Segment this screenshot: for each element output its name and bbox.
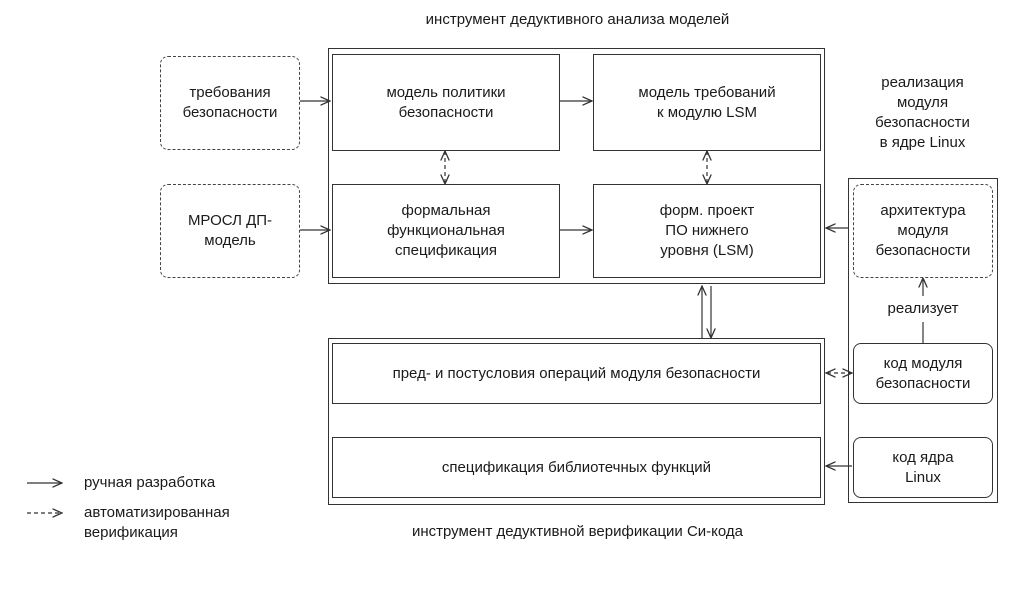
mrosl-model-box: МРОСЛ ДП- модель	[160, 184, 300, 278]
formal-low-level-design-box: форм. проект ПО нижнего уровня (LSM)	[593, 184, 821, 278]
security-policy-model-box: модель политики безопасности	[332, 54, 560, 151]
code-verification-tool-frame	[328, 338, 825, 505]
model-analysis-tool-frame	[328, 48, 825, 284]
pre-post-conditions-box: пред- и постусловия операций модуля безо…	[332, 343, 821, 404]
linux-kernel-code-box: код ядра Linux	[853, 437, 993, 498]
bottom-tool-caption: инструмент дедуктивной верификации Си-ко…	[411, 523, 744, 540]
formal-functional-spec-box: формальная функциональная спецификация	[332, 184, 560, 278]
security-requirements-box: требования безопасности	[160, 56, 300, 150]
implements-label: реализует	[887, 300, 959, 317]
legend-automated-label: автоматизированная верификация	[84, 504, 230, 541]
legend-manual-label: ручная разработка	[84, 474, 216, 491]
library-functions-spec-box: спецификация библиотечных функций	[332, 437, 821, 498]
top-tool-caption: инструмент дедуктивного анализа моделей	[425, 11, 730, 28]
security-module-code-box: код модуля безопасности	[853, 343, 993, 404]
right-implementation-caption: реализация модуля безопасности в ядре Li…	[875, 74, 970, 151]
linux-implementation-frame	[848, 178, 998, 503]
lsm-requirements-model-box: модель требований к модулю LSM	[593, 54, 821, 151]
security-module-architecture-box: архитектура модуля безопасности	[853, 184, 993, 278]
